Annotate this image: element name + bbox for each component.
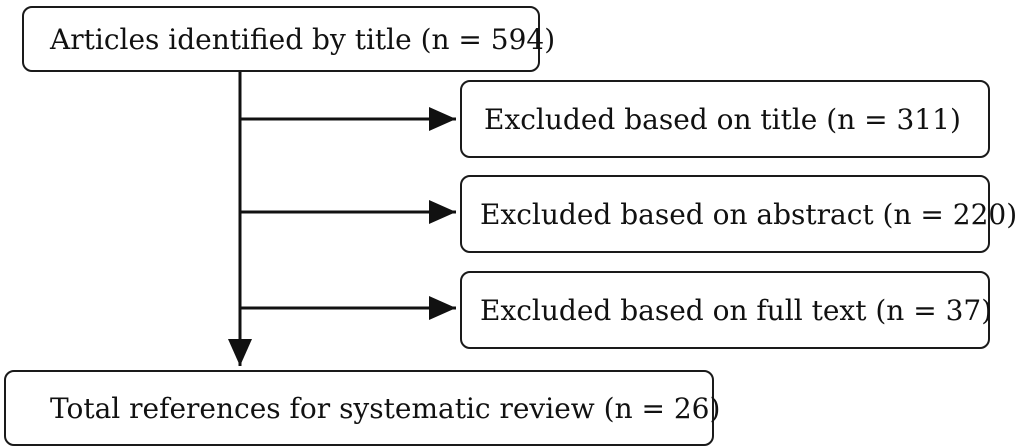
excluded-fulltext-box: Excluded based on full text (n = 37) (460, 271, 993, 349)
excluded-abstract-label: Excluded based on abstract (n = 220) (480, 197, 1017, 231)
identified-articles-box: Articles identified by title (n = 594) (22, 6, 555, 72)
identified-articles-label: Articles identified by title (n = 594) (50, 22, 556, 56)
total-references-box: Total references for systematic review (… (4, 370, 720, 446)
excluded-title-label: Excluded based on title (n = 311) (484, 102, 961, 136)
excluded-abstract-box: Excluded based on abstract (n = 220) (460, 175, 1017, 253)
excluded-fulltext-label: Excluded based on full text (n = 37) (480, 293, 993, 327)
excluded-title-box: Excluded based on title (n = 311) (460, 80, 990, 158)
total-references-label: Total references for systematic review (… (50, 391, 721, 425)
